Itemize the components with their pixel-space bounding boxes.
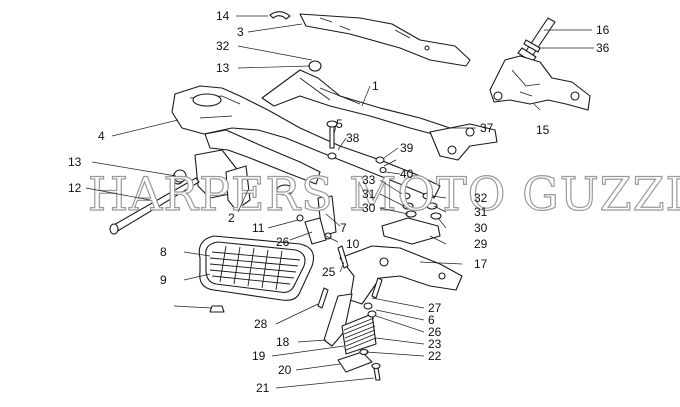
cross-arm: [204, 129, 321, 185]
callout-38: 40: [400, 167, 414, 181]
parts-drawing: [109, 11, 591, 381]
callout-27: 27: [428, 301, 442, 315]
callout-30b: 30: [474, 221, 488, 235]
callout-15: 15: [536, 123, 550, 137]
callout-18: 18: [276, 335, 290, 349]
callout-3: 3: [237, 25, 244, 39]
mount-block: [381, 217, 441, 245]
callout-1: 1: [372, 79, 379, 93]
callout-35: 37: [480, 121, 494, 135]
watermark-text: HARPERS MOTO GUZZI©: [88, 167, 680, 221]
callout-31b: 31: [474, 205, 488, 219]
leader-lines: [85, 15, 594, 389]
top-bolt: [525, 17, 556, 56]
spring: [341, 313, 377, 355]
callout-labels: 14 3 32 13 1 4 13 12 2 11 26 10 7 5 38 3…: [68, 9, 610, 395]
callout-32b: 32: [474, 191, 488, 205]
callout-32: 32: [216, 39, 230, 53]
callout-12: 12: [68, 181, 82, 195]
callout-25: 26: [276, 235, 290, 249]
callout-10: 10: [346, 237, 360, 251]
callout-6: 6: [428, 313, 435, 327]
callout-30: 30: [362, 201, 376, 215]
footboard: [198, 235, 315, 301]
callout-21: 21: [256, 381, 270, 395]
rubber-foot: [209, 305, 225, 313]
callout-11: 11: [252, 221, 265, 235]
callout-22: 22: [428, 349, 442, 363]
callout-17: 17: [474, 257, 488, 271]
callout-36: 38: [346, 131, 360, 145]
side-bracket: [429, 123, 498, 161]
callout-13: 13: [216, 61, 230, 75]
pad: [337, 351, 373, 373]
clip: [269, 11, 291, 20]
callout-16: 16: [596, 23, 610, 37]
callout-5: 5: [336, 117, 343, 131]
callout-34: 36: [596, 41, 610, 55]
callout-14: 14: [216, 9, 230, 23]
right-bracket: [489, 55, 591, 111]
callout-4: 4: [98, 129, 105, 143]
callout-28: 28: [254, 317, 268, 331]
callout-33: 33: [362, 173, 376, 187]
callout-8: 8: [160, 245, 167, 259]
callout-23: 23: [428, 337, 442, 351]
callout-2: 2: [228, 211, 235, 225]
callout-20: 20: [278, 363, 292, 377]
cover-plate: [299, 13, 471, 67]
callout-7: 7: [340, 221, 347, 235]
callout-29: 29: [474, 237, 488, 251]
callout-37: 39: [400, 141, 414, 155]
callout-9: 9: [160, 273, 167, 287]
callout-26: 26: [428, 325, 442, 339]
callout-19: 19: [252, 349, 266, 363]
callout-13b: 13: [68, 155, 82, 169]
callout-31: 31: [362, 187, 376, 201]
callout-24: 25: [322, 265, 336, 279]
